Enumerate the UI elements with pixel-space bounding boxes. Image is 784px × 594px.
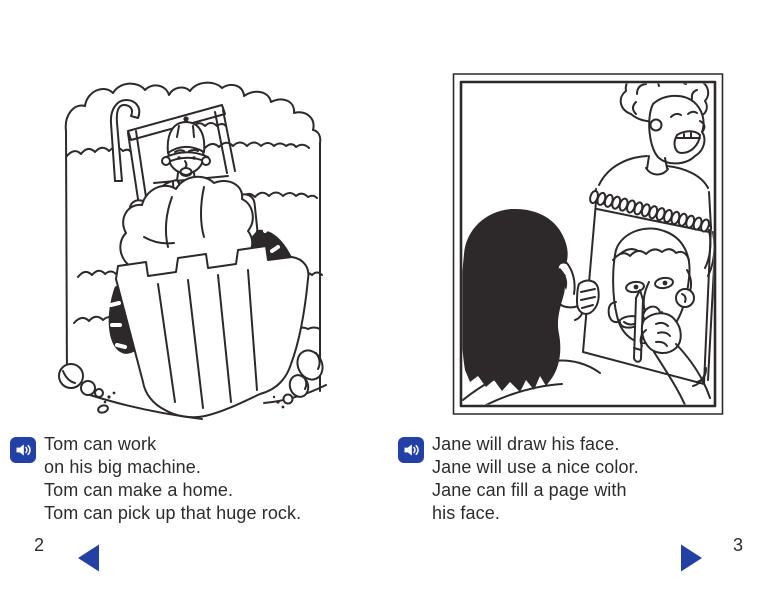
exhaust-pipe <box>109 99 141 182</box>
outer-frame <box>452 73 724 415</box>
caption-line: Tom can pick up that huge rock. <box>44 503 302 523</box>
spiral-coils <box>589 189 710 233</box>
left-triangle-icon <box>78 544 99 572</box>
jane <box>462 208 601 405</box>
caption-line: his face. <box>432 503 500 523</box>
audio-button-right[interactable] <box>398 437 424 463</box>
page-number-right: 3 <box>733 535 744 555</box>
tom-machine-illustration <box>58 81 327 420</box>
caption-line: Jane will draw his face. <box>432 434 620 454</box>
pencil-and-hand <box>633 289 711 405</box>
left-caption: Tom can work on his big machine. Tom can… <box>44 433 301 525</box>
pebbles-right <box>272 349 324 409</box>
bush-outline <box>64 81 322 392</box>
speaker-icon <box>404 444 419 456</box>
speaker-icon <box>16 444 31 456</box>
next-page-button[interactable] <box>680 544 702 572</box>
loader-bucket <box>115 245 310 419</box>
caption-line: Jane can fill a page with <box>432 480 627 500</box>
caption-line: Jane will use a nice color. <box>432 457 639 477</box>
pebbles-left <box>58 363 116 414</box>
page-number-left: 2 <box>34 535 45 555</box>
caption-line: Tom can work <box>44 434 157 454</box>
drawn-face <box>607 227 695 345</box>
jane-drawing-illustration <box>452 73 724 415</box>
caption-line: on his big machine. <box>44 457 201 477</box>
caption-line: Tom can make a home. <box>44 480 234 500</box>
right-triangle-icon <box>681 544 702 572</box>
previous-page-button[interactable] <box>78 544 100 572</box>
inner-frame <box>459 80 717 408</box>
man-posing <box>591 83 712 229</box>
right-caption: Jane will draw his face. Jane will use a… <box>432 433 639 525</box>
sketchpad <box>582 189 714 387</box>
audio-button-left[interactable] <box>10 437 36 463</box>
